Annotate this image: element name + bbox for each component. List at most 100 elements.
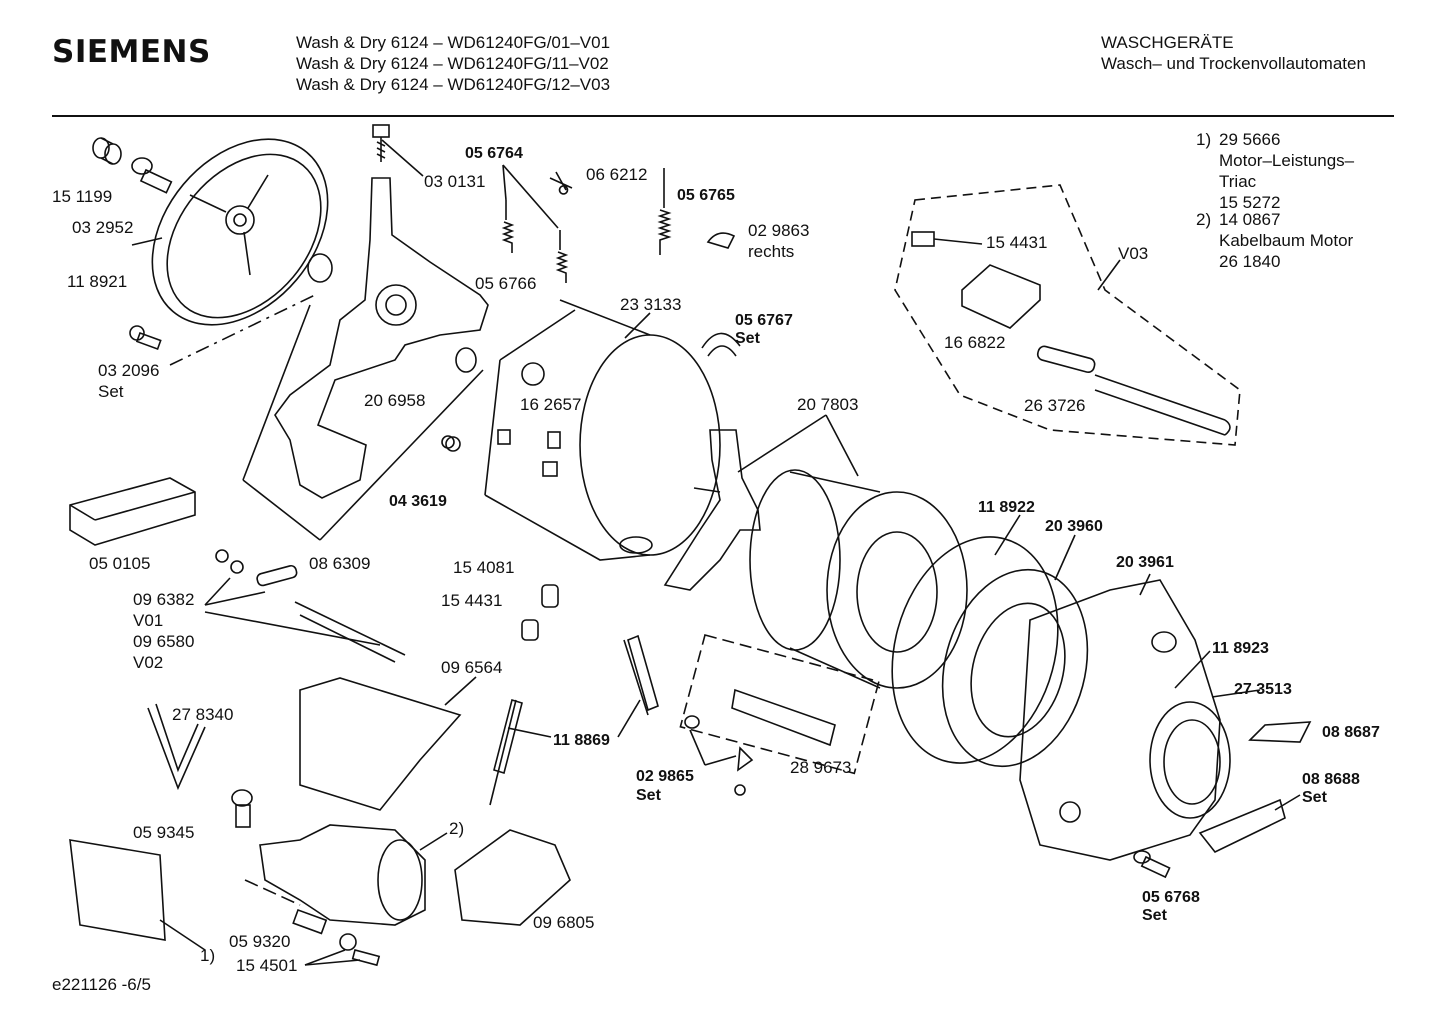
note-part: 15 5272 — [1219, 193, 1281, 212]
drum-part — [749, 469, 968, 689]
leader-line — [994, 514, 1021, 556]
drum-spider-part — [663, 429, 761, 591]
sensor-part — [521, 584, 559, 641]
part-label: Set — [98, 382, 124, 401]
leader-line — [507, 727, 552, 738]
front-panel-part — [1019, 579, 1231, 861]
note-part: 14 0867 — [1219, 210, 1281, 229]
part-label: 28 9673 — [790, 758, 852, 777]
part-label: 03 2952 — [72, 218, 134, 237]
part-label: rechts — [748, 242, 795, 261]
part-label: 08 8688 — [1302, 771, 1360, 788]
part-label: Set — [636, 787, 661, 804]
leader-line — [1139, 573, 1151, 596]
part-label: Set — [735, 330, 760, 347]
leader-line — [689, 729, 706, 766]
note-1-body: 29 5666 Motor–Leistungs– Triac 15 5272 — [1219, 129, 1354, 213]
part-label: 05 6766 — [475, 274, 537, 293]
leader-line — [204, 611, 381, 646]
part-label: 15 4501 — [236, 956, 298, 975]
part-label: 15 1199 — [52, 187, 113, 206]
v03-outline — [894, 184, 1241, 446]
front-plate-part — [941, 568, 1089, 768]
part-label: 23 3133 — [620, 295, 682, 314]
model-list: Wash & Dry 6124 – WD61240FG/01–V01 Wash … — [296, 32, 610, 95]
cover-part — [299, 677, 462, 811]
sensor-part — [911, 231, 983, 247]
part-label: 05 9345 — [133, 823, 195, 842]
belt-part — [147, 703, 206, 791]
part-label: Set — [1142, 907, 1167, 924]
leader-line — [1274, 794, 1301, 811]
leader-line — [204, 577, 231, 606]
part-label: 15 4431 — [986, 233, 1048, 252]
part-label: 09 6580 — [133, 632, 195, 651]
module-part — [961, 264, 1041, 329]
part-label: 2) — [449, 819, 465, 838]
leader-line — [204, 591, 266, 606]
part-label: 27 3513 — [1234, 681, 1292, 698]
model-line: Wash & Dry 6124 – WD61240FG/12–V03 — [296, 75, 611, 94]
tub-part — [484, 299, 721, 561]
spring-part — [657, 168, 672, 255]
note-marker: 1) — [1196, 130, 1212, 149]
leader-line — [131, 237, 163, 246]
part-label: 05 6765 — [677, 187, 735, 204]
part-label: 27 8340 — [172, 705, 234, 724]
part-label: 11 8923 — [1212, 640, 1269, 657]
leader-line — [502, 164, 507, 201]
part-label: 11 8921 — [67, 272, 128, 291]
part-label: 20 3960 — [1045, 518, 1103, 535]
part-label: 16 6822 — [944, 333, 1006, 352]
centerline — [169, 294, 316, 366]
note-desc: Motor–Leistungs– — [1219, 151, 1355, 170]
leader-line — [419, 832, 448, 851]
screw-part — [372, 124, 390, 162]
part-label: 11 8922 — [978, 499, 1035, 516]
electronic-module-part — [69, 839, 166, 941]
clip-part — [549, 171, 573, 195]
part-label: 20 6958 — [364, 391, 426, 410]
leader-line — [502, 164, 559, 229]
part-label: 09 6382 — [133, 590, 195, 609]
leader-line — [624, 312, 651, 339]
bolt-part — [129, 325, 162, 351]
leader-line — [1097, 259, 1121, 291]
bracket-part — [706, 232, 736, 249]
part-label: 05 6764 — [465, 145, 523, 162]
fastener-part — [292, 908, 381, 967]
leader-line — [704, 755, 737, 766]
part-label: 05 9320 — [229, 932, 291, 951]
leader-line — [304, 959, 361, 966]
note-2-body: 14 0867 Kabelbaum Motor 26 1840 — [1219, 209, 1353, 272]
note-1: 1) — [1196, 129, 1211, 150]
leader-line — [617, 699, 641, 738]
leader-line — [159, 919, 206, 951]
brand-logo: SIEMENS — [52, 34, 211, 70]
part-label: 08 6309 — [309, 554, 371, 573]
module-part — [69, 477, 196, 546]
part-label: 15 4431 — [441, 591, 503, 610]
part-label: 09 6564 — [441, 658, 503, 677]
pulley-part — [151, 138, 329, 326]
part-label: V01 — [133, 611, 164, 630]
part-label: 1) — [200, 946, 216, 965]
note-2: 2) — [1196, 209, 1211, 230]
note-marker: 2) — [1196, 210, 1212, 229]
handle-part — [1248, 721, 1312, 743]
note-part: 26 1840 — [1219, 252, 1281, 271]
part-label: 05 6767 — [735, 312, 793, 329]
header-rule — [52, 115, 1394, 117]
category-subtitle: Wasch– und Trockenvollautomaten — [1101, 54, 1366, 73]
part-label: 03 2096 — [98, 361, 160, 380]
part-label: 06 6212 — [586, 165, 648, 184]
part-label: 20 7803 — [797, 395, 859, 414]
shock-absorber-part — [489, 634, 659, 806]
category-title: WASCHGERÄTE — [1101, 33, 1234, 52]
part-label: 09 6805 — [533, 913, 595, 932]
note-desc: Triac — [1219, 172, 1257, 191]
leader-line — [1211, 689, 1261, 698]
leader-line — [242, 479, 321, 541]
wiring-module-part — [454, 829, 571, 926]
heater-part — [1036, 345, 1231, 436]
